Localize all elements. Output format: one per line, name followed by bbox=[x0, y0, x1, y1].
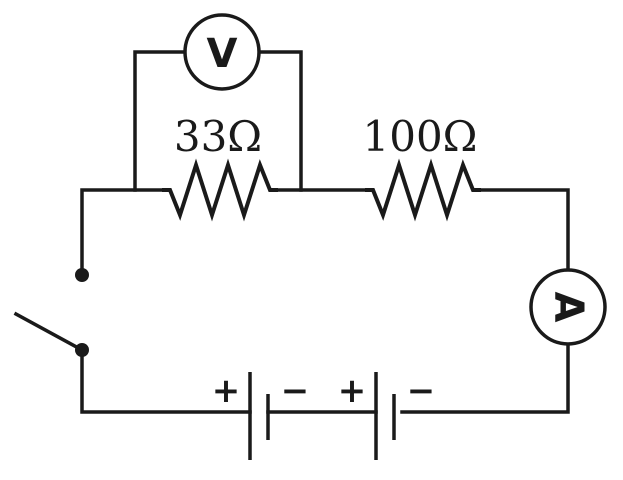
resistor-100-label: 100Ω bbox=[363, 112, 478, 161]
battery-1-positive-sign: + bbox=[212, 371, 241, 411]
right-lower-wire bbox=[400, 342, 570, 414]
battery-1-negative-sign: − bbox=[281, 371, 310, 411]
voltmeter-letter: V bbox=[207, 31, 238, 77]
bottom-left-wire bbox=[80, 348, 252, 414]
voltmeter-wire-right bbox=[257, 50, 303, 192]
top-left-wire bbox=[80, 188, 164, 277]
voltmeter: V bbox=[183, 13, 261, 91]
resistor-100-ohm bbox=[365, 158, 481, 222]
resistor-33-zigzag bbox=[162, 158, 278, 222]
switch-lever bbox=[13, 311, 85, 353]
ammeter-circle bbox=[529, 268, 607, 346]
battery-cell-1 bbox=[248, 372, 270, 460]
switch-pivot-contact bbox=[75, 343, 89, 357]
voltmeter-branch bbox=[133, 50, 303, 192]
switch-upper-contact bbox=[75, 268, 89, 282]
battery-2-negative-sign: − bbox=[407, 371, 436, 411]
battery-cell-2 bbox=[374, 372, 396, 460]
ammeter-letter: A bbox=[545, 292, 591, 323]
battery-2-positive-sign: + bbox=[338, 371, 367, 411]
resistor-33-ohm bbox=[162, 158, 278, 222]
voltmeter-circle bbox=[183, 13, 261, 91]
switch bbox=[13, 268, 89, 357]
resistor-100-zigzag bbox=[365, 158, 481, 222]
ammeter: A bbox=[529, 268, 607, 346]
resistor-33-label: 33Ω bbox=[174, 112, 262, 161]
voltmeter-wire-left bbox=[133, 50, 187, 192]
top-right-wire bbox=[479, 188, 570, 272]
